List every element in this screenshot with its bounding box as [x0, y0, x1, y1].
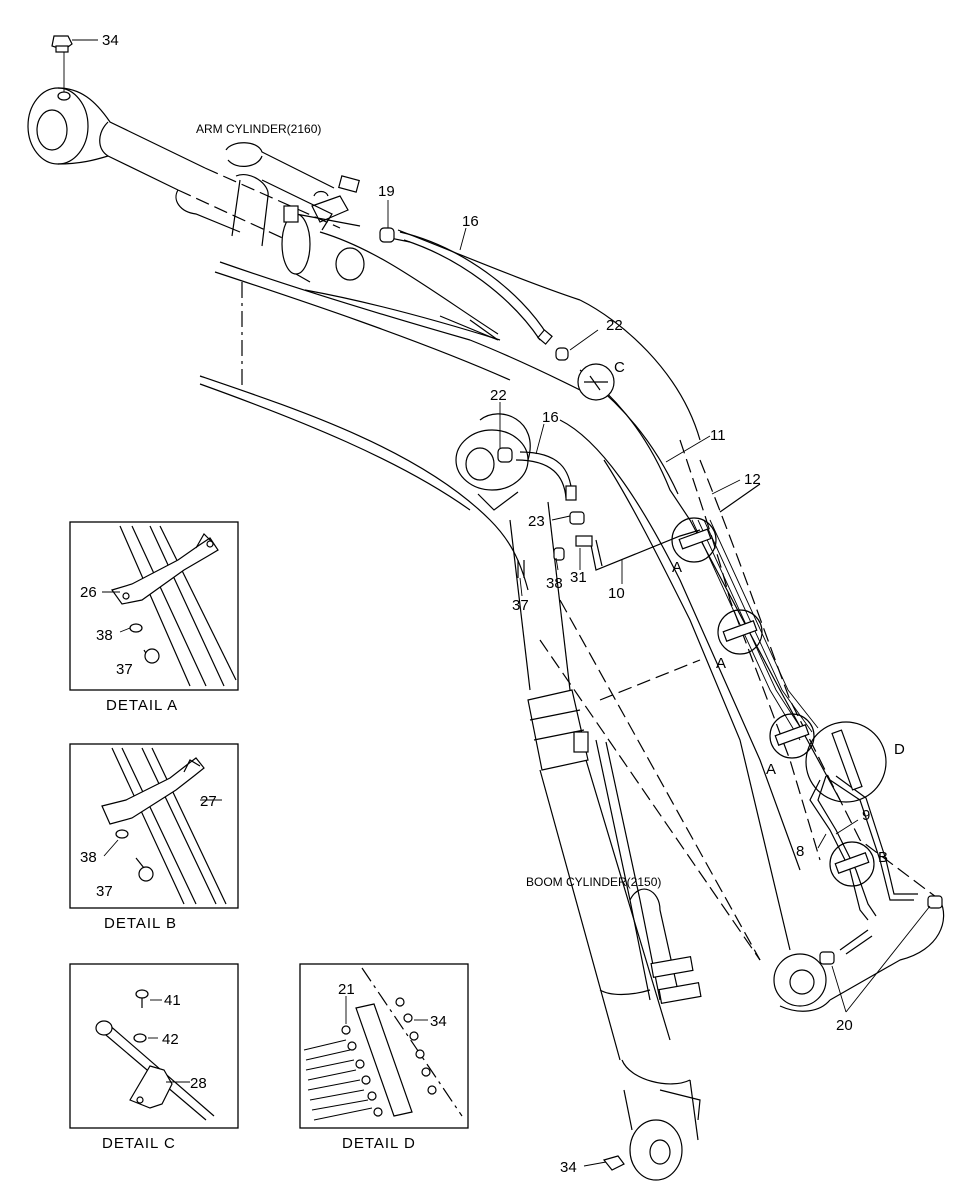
part-38-main: 38: [546, 575, 563, 592]
title-boom-cylinder: BOOM CYLINDER(2150): [526, 875, 661, 889]
callout-label-a2: A: [716, 655, 726, 672]
boom-cylinder: [455, 413, 702, 1181]
callout-label-d: D: [894, 741, 905, 758]
detail-d-nuts-right: [395, 997, 437, 1095]
title-arm-cylinder: ARM CYLINDER(2160): [196, 122, 321, 136]
detail-d-nuts-left: [341, 1025, 383, 1117]
detail-a-panel: 26 38 37 DETAIL A: [69, 521, 239, 714]
part-34-bottom: 34: [560, 1159, 577, 1176]
detail-a-part-38: 38: [96, 627, 113, 644]
leader-lines: [63, 39, 931, 1167]
part-34-top: 34: [102, 32, 119, 49]
part-22-mid: 22: [490, 387, 507, 404]
callout-label-c: C: [614, 359, 625, 376]
detail-c-panel: 41 42 28 DETAIL C: [69, 963, 239, 1152]
part-20: 20: [836, 1017, 853, 1034]
detail-a-caption: DETAIL A: [106, 697, 178, 714]
clamp-circles: [577, 363, 887, 887]
arm-cylinder: [27, 87, 365, 283]
callout-circle-d: [805, 721, 887, 803]
fittings: [51, 35, 625, 1171]
part-10: 10: [608, 585, 625, 602]
detail-a-part-37: 37: [116, 661, 133, 678]
detail-c-caption: DETAIL C: [102, 1135, 176, 1152]
part-37-main: 37: [512, 597, 529, 614]
detail-b-caption: DETAIL B: [104, 915, 177, 932]
detail-b-part-38: 38: [80, 849, 97, 866]
detail-b-part-37: 37: [96, 883, 113, 900]
main-labels: ARM CYLINDER(2160) BOOM CYLINDER(2150) 3…: [102, 32, 905, 1176]
detail-d-part-21: 21: [338, 981, 355, 998]
detail-c-part-28: 28: [190, 1075, 207, 1092]
part-8: 8: [796, 843, 804, 860]
callout-circle-a2: [717, 609, 763, 655]
part-22-top: 22: [606, 317, 623, 334]
detail-d-caption: DETAIL D: [342, 1135, 416, 1152]
boom-structure: [199, 282, 945, 1012]
callout-circle-a1: [671, 517, 717, 563]
detail-b-part-27: 27: [200, 793, 217, 810]
detail-c-part-42: 42: [162, 1031, 179, 1048]
pipes-and-hoses: [379, 231, 943, 965]
part-16-top: 16: [462, 213, 479, 230]
detail-d-part-34: 34: [430, 1013, 447, 1030]
callout-label-a3: A: [766, 761, 776, 778]
part-11: 11: [710, 427, 726, 444]
part-16-mid: 16: [542, 409, 559, 426]
callout-label-b: B: [878, 849, 888, 866]
callout-label-a1: A: [672, 559, 682, 576]
part-23: 23: [528, 513, 545, 530]
detail-c-part-41: 41: [164, 992, 181, 1009]
callout-circle-b: [829, 841, 875, 887]
detail-a-part-26: 26: [80, 584, 97, 601]
part-12: 12: [744, 471, 761, 488]
part-9: 9: [862, 807, 870, 824]
arm-structure: [214, 229, 701, 441]
detail-d-panel: 21 34 DETAIL D: [299, 963, 469, 1152]
part-31: 31: [570, 569, 587, 586]
detail-b-panel: 27 38 37 DETAIL B: [69, 743, 239, 932]
callout-circle-a3: [769, 713, 815, 759]
part-19: 19: [378, 183, 395, 200]
